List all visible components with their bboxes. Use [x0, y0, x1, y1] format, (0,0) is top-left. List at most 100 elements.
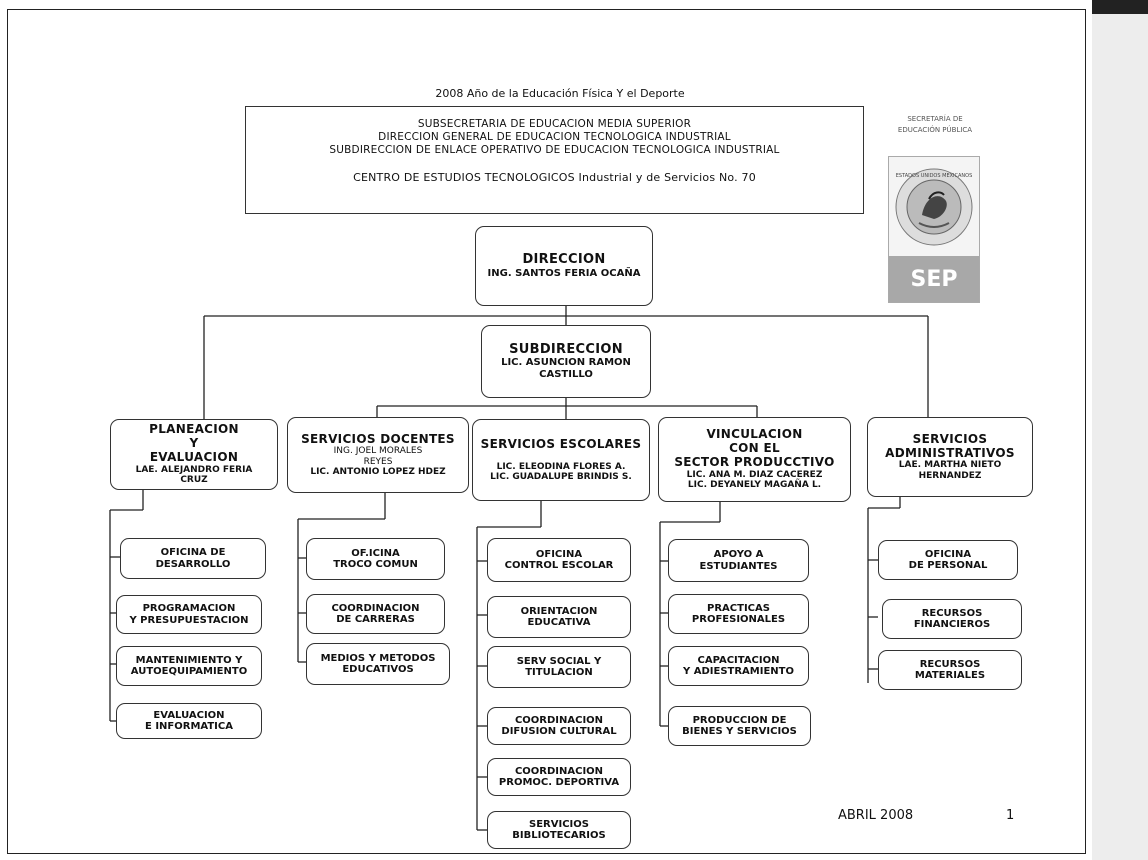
dept-title: SERVICIOS: [912, 431, 988, 446]
unit-label: SERV SOCIAL Y: [516, 655, 602, 667]
unit-box: CAPACITACION Y ADIESTRAMIENTO: [668, 646, 809, 686]
subdireccion-name-1: LIC. ASUNCION RAMON: [501, 357, 631, 369]
unit-label: COORDINACION: [331, 602, 420, 614]
dept-head-name: LIC. GUADALUPE BRINDIS S.: [490, 471, 632, 482]
dept-title: CON EL: [729, 441, 780, 456]
unit-box: PRACTICAS PROFESIONALES: [668, 594, 809, 634]
unit-label: ESTUDIANTES: [699, 560, 778, 572]
subdireccion-name-2: CASTILLO: [539, 368, 593, 380]
unit-label: Y ADIESTRAMIENTO: [683, 666, 794, 677]
unit-label: E INFORMATICA: [145, 721, 233, 732]
direccion-title: DIRECCION: [522, 251, 606, 267]
header-line-1: SUBSECRETARIA DE EDUCACION MEDIA SUPERIO…: [417, 118, 692, 130]
sep-logo: ESTADOS UNIDOS MEXICANOS SEP: [888, 156, 980, 303]
dept-planeacion: PLANEACION Y EVALUACION LAE. ALEJANDRO F…: [110, 419, 278, 490]
unit-label: PROFESIONALES: [691, 614, 786, 625]
unit-box: COORDINACION DE CARRERAS: [306, 594, 445, 634]
unit-label: OFICINA: [535, 548, 583, 560]
dept-head-name: REYES: [363, 456, 393, 467]
unit-label: EDUCATIVA: [527, 617, 591, 628]
unit-box: PROGRAMACION Y PRESUPUESTACION: [116, 595, 262, 634]
sep-wordmark: SEP: [889, 256, 979, 302]
unit-label: EVALUACION: [153, 709, 225, 721]
unit-box: OF.ICINA TROCO COMUN: [306, 538, 445, 580]
year-title: 2008 Año de la Educación Física Y el Dep…: [435, 87, 685, 100]
unit-box: EVALUACION E INFORMATICA: [116, 703, 262, 739]
unit-label: FINANCIEROS: [913, 619, 991, 630]
dept-vinculacion: VINCULACION CON EL SECTOR PRODUCCTIVO LI…: [658, 417, 851, 502]
unit-label: PROGRAMACION: [142, 603, 236, 614]
scan-edge: [1092, 0, 1148, 14]
dept-head-name: LAE. MARTHA NIETO HERNANDEZ: [898, 460, 1002, 481]
footer-date: ABRIL 2008: [838, 808, 914, 823]
unit-label: EDUCATIVOS: [342, 664, 414, 675]
dept-servicios-escolares: SERVICIOS ESCOLARES LIC. ELEODINA FLORES…: [472, 419, 650, 501]
unit-box: ORIENTACION EDUCATIVA: [487, 596, 631, 638]
unit-label: OFICINA: [924, 548, 972, 560]
header-line-3: SUBDIRECCION DE ENLACE OPERATIVO DE EDUC…: [329, 144, 780, 156]
unit-box: RECURSOS FINANCIEROS: [882, 599, 1022, 639]
center-name: CENTRO DE ESTUDIOS TECNOLOGICOS Industri…: [353, 171, 756, 184]
unit-label: APOYO A: [713, 549, 764, 560]
unit-label: PROMOC. DEPORTIVA: [498, 777, 620, 788]
unit-box: OFICINA CONTROL ESCOLAR: [487, 538, 631, 582]
dept-title: SERVICIOS ESCOLARES: [480, 436, 642, 451]
dept-head-name: LIC. ELEODINA FLORES A.: [496, 461, 626, 472]
unit-label: AUTOEQUIPAMIENTO: [130, 666, 248, 677]
page-number: 1: [1006, 808, 1015, 823]
unit-label: TROCO COMUN: [333, 559, 418, 570]
unit-label: COORDINACION: [514, 714, 604, 726]
unit-label: CONTROL ESCOLAR: [504, 560, 614, 571]
unit-box: MEDIOS Y METODOS EDUCATIVOS: [306, 643, 450, 685]
direccion-box: DIRECCION ING. SANTOS FERIA OCAÑA: [475, 226, 653, 306]
logo-caption-2: EDUCACIÓN PÚBLICA: [897, 126, 973, 134]
dept-servicios-docentes: SERVICIOS DOCENTES ING. JOEL MORALES REY…: [287, 417, 469, 493]
unit-box: COORDINACION DIFUSION CULTURAL: [487, 707, 631, 745]
dept-head-name: CRUZ: [180, 475, 208, 486]
unit-label: PRACTICAS: [707, 602, 770, 614]
unit-box: PRODUCCION DE BIENES Y SERVICIOS: [668, 706, 811, 746]
header-line-2: DIRECCION GENERAL DE EDUCACION TECNOLOGI…: [378, 131, 731, 143]
dept-title: Y: [189, 436, 199, 451]
unit-box: OFICINA DE PERSONAL: [878, 540, 1018, 580]
unit-label: TITULACION: [525, 667, 593, 678]
dept-head-name: LIC. ANTONIO LOPEZ HDEZ: [310, 467, 446, 478]
dept-head-name: LIC. ANA M. DIAZ CACEREZ: [686, 469, 823, 480]
unit-box: SERV SOCIAL Y TITULACION: [487, 646, 631, 688]
unit-label: DESARROLLO: [155, 558, 231, 570]
direccion-name: ING. SANTOS FERIA OCAÑA: [487, 267, 641, 279]
unit-label: MEDIOS Y METODOS: [320, 652, 436, 664]
unit-box: OFICINA DE DESARROLLO: [120, 538, 266, 579]
unit-label: MATERIALES: [914, 670, 986, 681]
unit-label: MANTENIMIENTO Y: [135, 654, 243, 666]
unit-box: SERVICIOS BIBLIOTECARIOS: [487, 811, 631, 849]
unit-label: BIBLIOTECARIOS: [512, 830, 606, 841]
unit-label: RECURSOS: [919, 658, 981, 670]
unit-box: MANTENIMIENTO Y AUTOEQUIPAMIENTO: [116, 646, 262, 686]
unit-label: CAPACITACION: [697, 654, 780, 666]
dept-head-name: LIC. DEYANELY MAGAÑA L.: [687, 480, 822, 491]
unit-label: COORDINACION: [514, 765, 604, 777]
unit-label: DE CARRERAS: [336, 614, 415, 625]
dept-title: SECTOR PRODUCCTIVO: [674, 455, 835, 470]
dept-title: SERVICIOS DOCENTES: [301, 431, 455, 446]
dept-head-name: ING. JOEL MORALES: [333, 446, 423, 457]
unit-label: RECURSOS: [921, 607, 983, 619]
dept-title: PLANEACION: [149, 422, 239, 437]
unit-label: OF.ICINA: [351, 547, 400, 559]
seal-text: ESTADOS UNIDOS MEXICANOS: [896, 173, 973, 179]
unit-label: DIFUSION CULTURAL: [501, 726, 617, 737]
unit-label: BIENES Y SERVICIOS: [682, 726, 797, 737]
dept-title: ADMINISTRATIVOS: [885, 445, 1015, 460]
unit-label: DE PERSONAL: [908, 560, 988, 571]
national-seal-icon: ESTADOS UNIDOS MEXICANOS: [895, 168, 973, 246]
page-border: [7, 9, 1086, 854]
dept-head-name: LAE. ALEJANDRO FERIA: [135, 464, 253, 475]
unit-label: Y PRESUPUESTACION: [129, 614, 249, 626]
dept-title: EVALUACION: [149, 450, 239, 465]
institution-header: SUBSECRETARIA DE EDUCACION MEDIA SUPERIO…: [245, 106, 864, 214]
unit-label: OFICINA DE: [160, 547, 226, 558]
unit-label: SERVICIOS: [529, 818, 589, 830]
unit-box: RECURSOS MATERIALES: [878, 650, 1022, 690]
